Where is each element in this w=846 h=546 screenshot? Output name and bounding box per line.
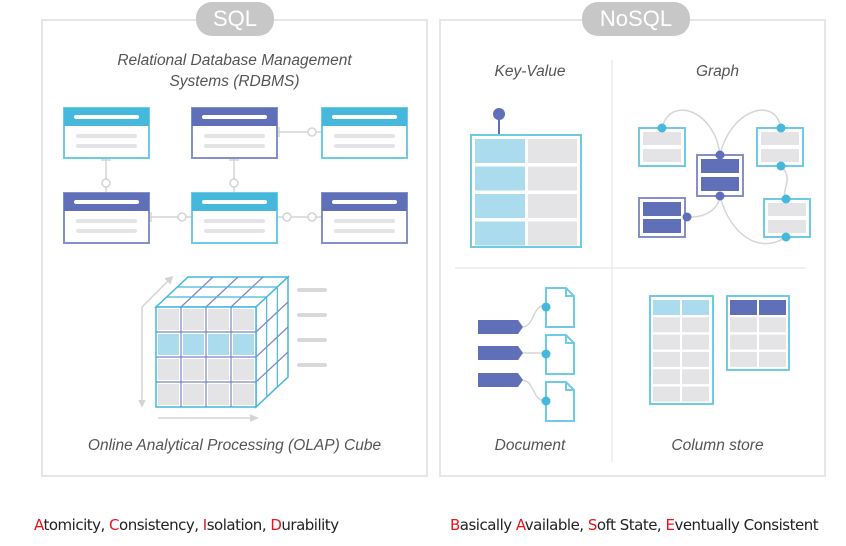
column-store-cell bbox=[682, 351, 709, 367]
document-connector-dot bbox=[541, 396, 551, 406]
key-value-icon bbox=[470, 108, 582, 248]
cube-cell bbox=[233, 384, 254, 405]
graph-icon bbox=[638, 109, 811, 245]
cube-legend-lines bbox=[297, 288, 327, 367]
quadrant-label-key-value: Key-Value bbox=[494, 63, 566, 80]
base-term: Eventually Consistent bbox=[665, 516, 819, 534]
document-icon bbox=[478, 287, 575, 422]
column-store-cell bbox=[653, 334, 680, 350]
document-connector-dot bbox=[541, 349, 551, 359]
cube-cell bbox=[233, 334, 254, 355]
cube-cell bbox=[183, 334, 204, 355]
erd-table bbox=[321, 192, 408, 244]
base-term: Available, bbox=[515, 516, 588, 534]
acid-term: Consistency, bbox=[109, 516, 203, 534]
olap-cube-icon bbox=[138, 275, 327, 422]
base-term: Basically bbox=[450, 516, 516, 534]
cube-cell bbox=[208, 384, 229, 405]
quadrant-label-graph: Graph bbox=[695, 63, 740, 80]
document-key-tag bbox=[478, 320, 523, 334]
kv-value-cell bbox=[528, 139, 577, 163]
cube-cell bbox=[183, 384, 204, 405]
nosql-badge: NoSQL bbox=[582, 2, 690, 36]
column-store-icon bbox=[649, 295, 790, 405]
column-store-cell bbox=[653, 351, 680, 367]
kv-key-cell bbox=[475, 166, 525, 191]
erd-table bbox=[191, 107, 278, 159]
base-term: Soft State, bbox=[587, 516, 666, 534]
document-file bbox=[545, 287, 575, 328]
graph-node bbox=[638, 123, 686, 167]
quadrant-label-column-store: Column store bbox=[671, 437, 764, 454]
kv-value-cell bbox=[528, 194, 577, 218]
cube-cell bbox=[158, 309, 179, 330]
column-store-cell bbox=[653, 300, 680, 315]
kv-key-cell bbox=[475, 221, 525, 246]
column-store-cell bbox=[682, 317, 709, 333]
cube-cell bbox=[208, 359, 229, 380]
cube-cell bbox=[208, 309, 229, 330]
document-key-tag bbox=[478, 346, 523, 360]
document-connector-dot bbox=[541, 302, 551, 312]
column-store-cell bbox=[759, 334, 786, 350]
cube-cell bbox=[158, 384, 179, 405]
rdbms-title-line2: Systems (RDBMS) bbox=[169, 73, 300, 90]
column-store-cell bbox=[759, 351, 786, 367]
kv-key-cell bbox=[475, 194, 525, 218]
document-key-tag bbox=[478, 373, 523, 387]
quadrant-dividers bbox=[455, 60, 806, 462]
acid-term: Atomicity, bbox=[34, 516, 110, 534]
column-store-cell bbox=[653, 317, 680, 333]
erd-table bbox=[321, 107, 408, 159]
column-store-cell bbox=[682, 334, 709, 350]
document-file bbox=[545, 381, 575, 422]
cube-cell bbox=[158, 359, 179, 380]
column-store-cell bbox=[730, 334, 757, 350]
column-store-cell bbox=[653, 386, 680, 402]
sql-badge: SQL bbox=[196, 2, 274, 36]
cube-cell bbox=[183, 359, 204, 380]
column-store-cell bbox=[730, 300, 757, 315]
cube-cell bbox=[183, 309, 204, 330]
column-store-cell bbox=[730, 317, 757, 333]
column-store-cell bbox=[682, 369, 709, 385]
base-caption: Basically Available, Soft State, Eventua… bbox=[450, 516, 819, 534]
erd-connectors bbox=[101, 127, 322, 222]
column-store-cell bbox=[759, 317, 786, 333]
column-store-cell bbox=[759, 300, 786, 315]
column-store-cell bbox=[682, 386, 709, 402]
erd-table bbox=[191, 192, 278, 244]
column-store-cell bbox=[730, 351, 757, 367]
graph-node bbox=[756, 123, 804, 171]
document-file bbox=[545, 334, 575, 375]
kv-key-cell bbox=[475, 139, 525, 163]
quadrant-label-document: Document bbox=[494, 437, 566, 454]
cube-cell bbox=[158, 334, 179, 355]
erd-table bbox=[63, 192, 150, 244]
acid-caption: Atomicity, Consistency, Isolation, Durab… bbox=[34, 516, 339, 534]
graph-node bbox=[696, 150, 744, 201]
cube-cell bbox=[208, 334, 229, 355]
cube-cell bbox=[233, 309, 254, 330]
acid-term: Durability bbox=[270, 516, 339, 534]
cube-axis-arrows bbox=[138, 275, 259, 422]
column-store-cell bbox=[682, 300, 709, 315]
acid-term: Isolation, bbox=[202, 516, 271, 534]
column-store-cell bbox=[653, 369, 680, 385]
cube-cell bbox=[233, 359, 254, 380]
kv-value-cell bbox=[528, 221, 577, 246]
erd-table bbox=[63, 107, 150, 159]
kv-value-cell bbox=[528, 166, 577, 191]
graph-node bbox=[638, 197, 692, 238]
olap-title: Online Analytical Processing (OLAP) Cube bbox=[87, 437, 382, 454]
graph-node bbox=[763, 194, 811, 242]
rdbms-title-line1: Relational Database Management bbox=[117, 52, 352, 69]
